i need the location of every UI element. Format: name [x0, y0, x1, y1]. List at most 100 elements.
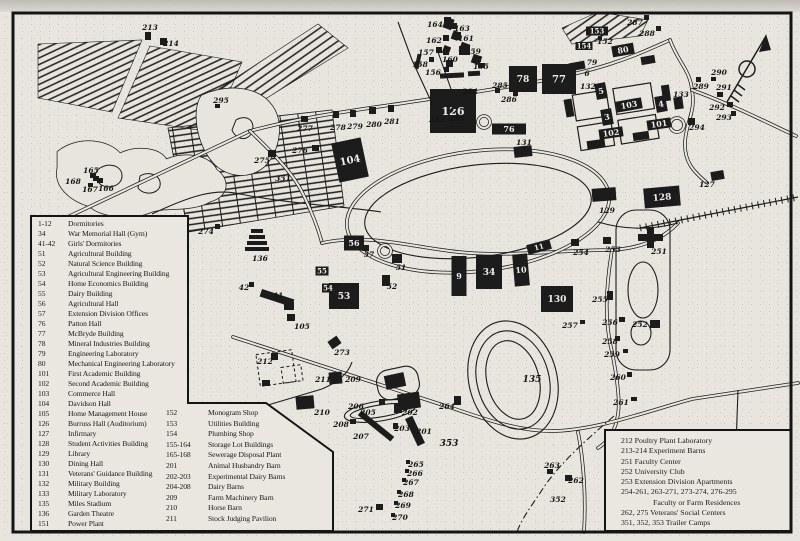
map-label-271: 271	[357, 505, 374, 514]
map-label-41: 41	[273, 291, 283, 300]
building-block	[327, 335, 342, 350]
building-dot-293	[731, 111, 736, 116]
building-block	[328, 371, 343, 385]
legend-row: 212 Poultry Plant Laboratory	[621, 436, 713, 445]
building-block	[513, 145, 533, 158]
building-dot-165	[93, 176, 99, 181]
building-dot-266	[405, 469, 409, 473]
map-label-285: 285	[491, 81, 508, 90]
map-label-259: 259	[603, 350, 620, 359]
map-label-127: 127	[699, 180, 715, 189]
building-number-130: 130	[548, 295, 567, 305]
building-number-77: 77	[552, 75, 566, 86]
map-label-294: 294	[688, 123, 705, 132]
building-dot-269	[394, 501, 398, 505]
building-dot-208	[350, 419, 356, 424]
map-label-267: 267	[402, 478, 419, 487]
building-dot-263	[547, 469, 553, 474]
map-label-258: 258	[601, 337, 618, 346]
building-number-56: 56	[348, 238, 360, 248]
legend-row: 251 Faculty Center	[621, 456, 681, 466]
building-block	[245, 247, 269, 251]
map-label-351: 351	[275, 174, 291, 183]
building-dot-290	[711, 77, 716, 81]
building-dot-277	[301, 116, 308, 122]
building-number-104: 104	[339, 153, 362, 168]
map-label-255: 255	[591, 295, 608, 304]
map-label-212: 212	[256, 357, 273, 366]
building-number-76: 76	[503, 124, 515, 134]
building-56	[344, 235, 364, 251]
building-number-80: 80	[617, 44, 630, 56]
map-label-265: 265	[407, 460, 424, 469]
building-block	[710, 169, 725, 182]
map-label-252: 252	[631, 320, 648, 329]
building-block	[414, 53, 422, 70]
building-dot-161	[455, 32, 461, 40]
map-label-105: 105	[294, 322, 310, 331]
building-dot-286	[513, 91, 518, 96]
building-76	[492, 123, 526, 135]
building-block	[467, 70, 481, 77]
map-label-159: 159	[465, 47, 481, 56]
legend-row: 351, 352, 353 Trailer Camps	[621, 518, 711, 528]
building-dot-292	[727, 102, 733, 107]
map-label-161: 161	[458, 34, 474, 43]
building-block	[405, 415, 425, 447]
dorm-quadrangle	[571, 82, 660, 152]
map-label-295: 295	[212, 96, 229, 105]
map-label-263: 263	[543, 461, 560, 470]
map-label-166: 166	[98, 184, 114, 193]
building-103	[615, 97, 643, 113]
map-label-270: 270	[391, 513, 408, 522]
building-dot-156	[444, 67, 449, 72]
building-dot-105	[287, 314, 295, 321]
building-130	[541, 286, 573, 312]
map-label-52: 52	[387, 282, 397, 291]
building-dot-52	[382, 275, 390, 286]
building-number-10: 10	[515, 264, 527, 275]
map-label-57: 57	[364, 250, 375, 259]
legend-box-residences	[604, 429, 792, 532]
building-dot-155	[475, 56, 481, 62]
building-dot-274	[215, 224, 220, 229]
building-number-153: 153	[590, 26, 605, 35]
building-104	[331, 137, 369, 183]
building-number-4: 4	[657, 98, 665, 109]
building-dot-275	[268, 150, 276, 157]
building-number-126: 126	[442, 105, 465, 118]
map-label-211: 211	[314, 375, 331, 384]
building-block	[396, 391, 422, 411]
building-128	[643, 185, 681, 209]
building-block	[563, 98, 575, 118]
building-number-78: 78	[517, 75, 530, 85]
map-label-280: 280	[365, 120, 382, 129]
building-dot-285	[495, 88, 500, 93]
legend-shapes	[30, 215, 792, 532]
map-label-208: 208	[332, 420, 349, 429]
building-block	[262, 380, 270, 386]
building-dot-214	[160, 38, 167, 45]
map-label-274: 274	[197, 227, 214, 236]
legend-row: 213-214 Experiment Barns	[621, 446, 706, 456]
building-dot-279	[350, 110, 356, 117]
north-arrow-icon	[726, 34, 771, 103]
building-number-9: 9	[456, 271, 462, 281]
map-label-293: 293	[715, 113, 732, 122]
building-dot-294	[688, 118, 695, 125]
building-markers: 1267778104128763491011130535655548010310…	[65, 15, 736, 522]
legend-row: 253 Extension Division Apartments	[621, 477, 733, 487]
